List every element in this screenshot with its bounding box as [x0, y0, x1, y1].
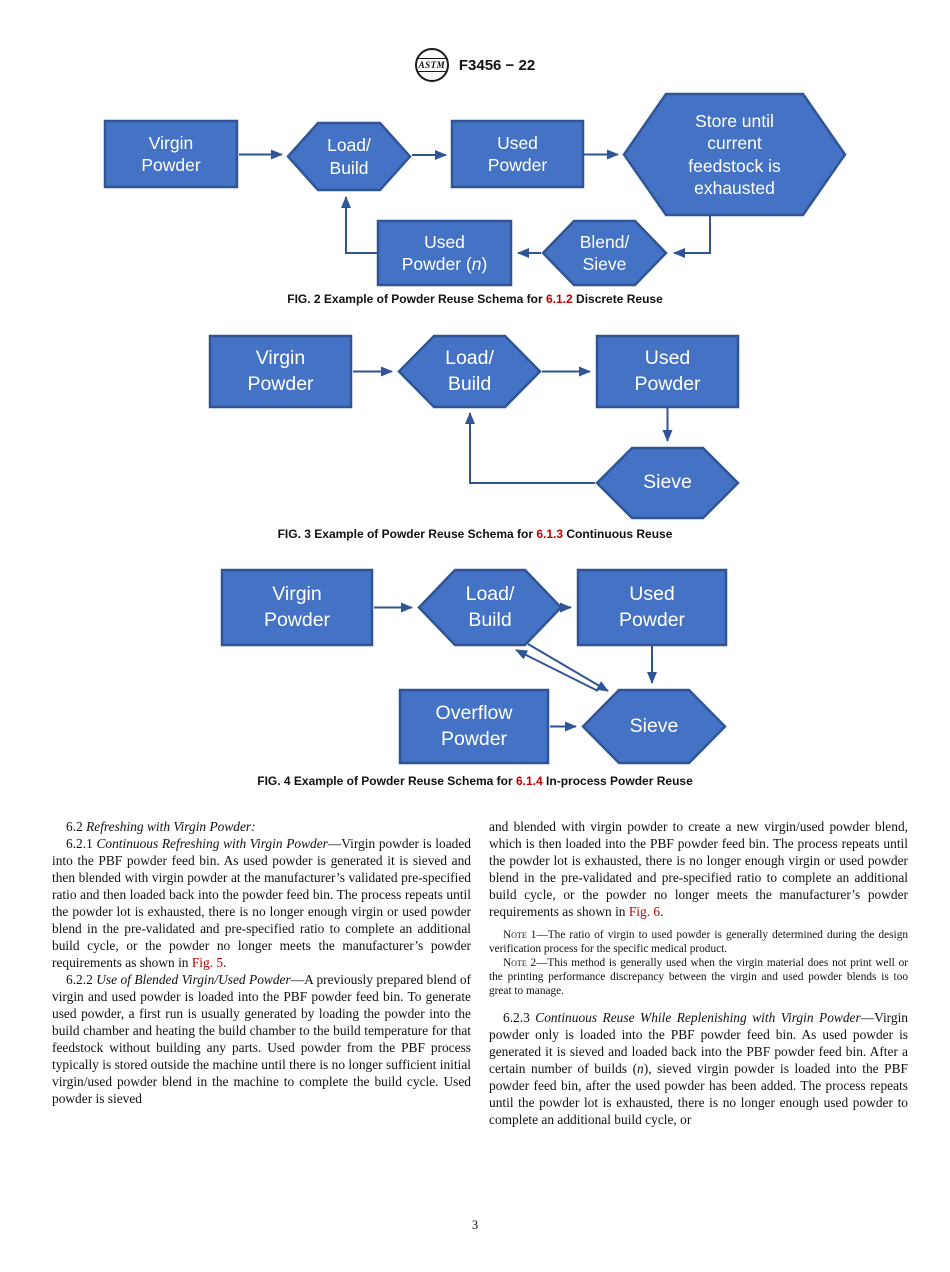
fig2-diagram: [103, 92, 847, 287]
fig4-diagram: [220, 568, 728, 765]
page-number: 3: [471, 1218, 479, 1232]
load-build-shape: [397, 334, 542, 409]
reference-link[interactable]: 6.1.4: [516, 774, 543, 788]
arrow-usedn-to-loadbuild: [341, 196, 377, 254]
virgin-powder-shape: [103, 119, 239, 189]
used-powder-shape: [450, 119, 585, 189]
paragraph-6-2-2: 6.2.2 Use of Blended Virgin/Used Powder—…: [52, 972, 471, 1106]
document-designation: F3456 − 22: [458, 56, 536, 74]
fig2-caption: FIG. 2 Example of Powder Reuse Schema fo…: [287, 292, 663, 306]
blend-sieve-shape: [541, 219, 668, 287]
paragraph-6-2-3: 6.2.3 Continuous Reuse While Replenishin…: [489, 1009, 908, 1127]
store-until-shape: [622, 92, 847, 217]
load-build-shape: [417, 568, 563, 647]
fig4-node-sieve: Sieve: [629, 714, 679, 737]
paragraph-6-2-1: 6.2.1 Continuous Refreshing with Virgin …: [52, 836, 471, 970]
arrow-store-to-blendsieve: [673, 216, 711, 258]
arrow-sieve-to-loadbuild: [465, 412, 595, 484]
paragraph-6-2: 6.2 Refreshing with Virgin Powder:: [66, 819, 256, 834]
used-powder-shape: [576, 568, 728, 647]
load-build-shape: [286, 121, 412, 192]
page-header: ASTM F3456 − 22: [0, 48, 950, 82]
right-column: and blended with virgin powder to create…: [489, 818, 908, 1128]
note-2: Note 2—This method is generally used whe…: [489, 956, 908, 997]
virgin-powder-shape: [208, 334, 353, 409]
paragraph-6-2-2-continued: and blended with virgin powder to create…: [489, 819, 908, 919]
fig3-node-load-build: Load/Build: [445, 347, 494, 395]
reference-link[interactable]: Fig. 5: [191, 955, 224, 970]
arrow-loadbuild-to-sieve: [527, 643, 609, 692]
astm-logo-text: ASTM: [417, 58, 447, 72]
overflow-powder-shape: [398, 688, 550, 765]
arrow-sieve-to-loadbuild: [515, 649, 599, 692]
reference-link[interactable]: Fig. 6: [628, 904, 661, 919]
fig2-node-blend-sieve: Blend/Sieve: [579, 231, 630, 274]
used-powder-shape: [595, 334, 740, 409]
fig4-node-load-build: Load/Build: [465, 583, 515, 631]
reference-link[interactable]: 6.1.3: [536, 527, 564, 541]
note-1: Note 1—The ratio of virgin to used powde…: [489, 929, 908, 955]
astm-logo-icon: ASTM: [414, 48, 449, 82]
reference-link[interactable]: 6.1.2: [546, 292, 573, 306]
fig3-diagram: [208, 334, 740, 520]
fig3-node-sieve: Sieve: [643, 471, 692, 494]
fig3-caption: FIG. 3 Example of Powder Reuse Schema fo…: [277, 527, 673, 541]
figures-canvas: [103, 92, 847, 765]
fig4-caption: FIG. 4 Example of Powder Reuse Schema fo…: [257, 774, 693, 788]
left-column: 6.2 Refreshing with Virgin Powder: 6.2.1…: [52, 818, 471, 1107]
used-powder-n-shape: [376, 219, 513, 287]
virgin-powder-shape: [220, 568, 374, 647]
fig2-node-load-build: Load/Build: [327, 135, 371, 178]
sieve-shape: [595, 446, 740, 520]
sieve-shape: [581, 688, 727, 765]
